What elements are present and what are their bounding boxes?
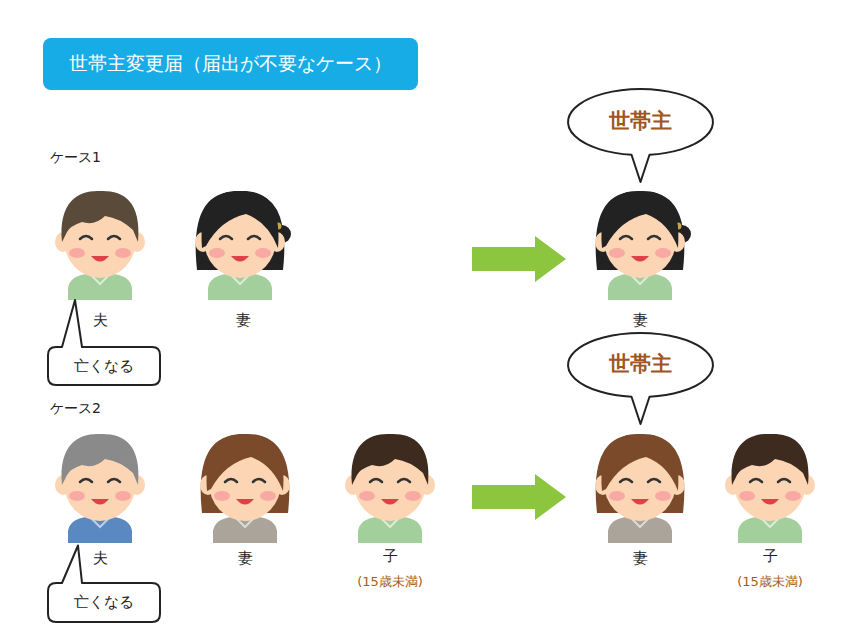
- figure-part: [359, 491, 375, 501]
- figure-part: [207, 434, 284, 491]
- figure-part: [80, 479, 92, 482]
- figure-part: [231, 256, 249, 262]
- figure-part: [732, 434, 809, 485]
- figure-part: [260, 491, 276, 501]
- person-figure: [725, 434, 815, 543]
- figure-part: [609, 248, 625, 258]
- figure-part: [398, 479, 410, 482]
- outline-path: [568, 89, 713, 182]
- person-label: 夫: [93, 549, 108, 567]
- speech-bubble: 世帯主: [568, 333, 713, 397]
- person-label: 夫: [93, 311, 108, 329]
- person-label: 妻: [238, 549, 253, 567]
- figure-part: [91, 499, 109, 505]
- figure-part: [214, 491, 230, 501]
- figure-part: [202, 191, 279, 248]
- figure-part: [405, 491, 421, 501]
- person-figure: [195, 191, 291, 300]
- case-label: ケース2: [50, 400, 101, 417]
- person-figure: [345, 434, 435, 543]
- person-figure: [595, 191, 691, 300]
- figure-part: [108, 479, 120, 482]
- figure-part: [209, 248, 225, 258]
- figure-part: [750, 479, 762, 482]
- figure-part: [69, 248, 85, 258]
- bubble-text: 世帯主: [609, 109, 672, 134]
- figure-part: [761, 499, 779, 505]
- figure-part: [62, 434, 139, 485]
- person-figure: [55, 191, 145, 300]
- figure-part: [352, 434, 429, 485]
- figure-part: [248, 236, 260, 239]
- person-figure: [595, 434, 685, 543]
- person-figure: [55, 434, 145, 543]
- figure-part: [609, 491, 625, 501]
- figure-part: [785, 491, 801, 501]
- figure-part: [739, 491, 755, 501]
- speech-bubble: 世帯主: [568, 89, 713, 155]
- person-label: 妻: [633, 311, 648, 329]
- callout-box: 亡くなる: [48, 347, 160, 385]
- person-label: (15歳未満): [737, 574, 803, 590]
- figure-part: [631, 499, 649, 505]
- outline-path: [48, 300, 160, 385]
- figure-part: [620, 236, 632, 239]
- figure-part: [655, 248, 671, 258]
- title-banner: 世帯主変更届（届出が不要なケース）: [43, 38, 418, 90]
- bubble-text: 世帯主: [609, 352, 672, 377]
- person-label: 妻: [633, 549, 648, 567]
- case-label: ケース1: [50, 149, 101, 166]
- figure-part: [80, 236, 92, 239]
- figure-part: [648, 479, 660, 482]
- figure-part: [381, 499, 399, 505]
- outline-path: [48, 545, 160, 622]
- figure-part: [108, 236, 120, 239]
- person-label: (15歳未満): [357, 574, 423, 590]
- figure-part: [62, 191, 139, 242]
- figure-part: [236, 499, 254, 505]
- green-arrow: [472, 474, 566, 520]
- callout-text: 亡くなる: [74, 357, 134, 375]
- figure-part: [225, 479, 237, 482]
- person-label: 妻: [236, 311, 251, 329]
- figure-part: [778, 479, 790, 482]
- figure-part: [620, 479, 632, 482]
- figure-part: [370, 479, 382, 482]
- figure-part: [115, 248, 131, 258]
- figure-part: [655, 491, 671, 501]
- outline-path: [568, 333, 713, 424]
- callout-text: 亡くなる: [74, 593, 134, 611]
- green-arrow: [472, 236, 566, 282]
- figure-part: [220, 236, 232, 239]
- figure-part: [115, 491, 131, 501]
- person-label: 子: [383, 547, 398, 565]
- figure-part: [602, 434, 679, 491]
- figure-part: [69, 491, 85, 501]
- person-figure: [200, 434, 290, 543]
- callout-box: 亡くなる: [48, 583, 160, 622]
- figure-part: [253, 479, 265, 482]
- figure-part: [255, 248, 271, 258]
- title-text: 世帯主変更届（届出が不要なケース）: [69, 51, 392, 77]
- figure-part: [602, 191, 679, 248]
- figure-part: [648, 236, 660, 239]
- figure-part: [631, 256, 649, 262]
- figure-part: [91, 256, 109, 262]
- person-label: 子: [763, 547, 778, 565]
